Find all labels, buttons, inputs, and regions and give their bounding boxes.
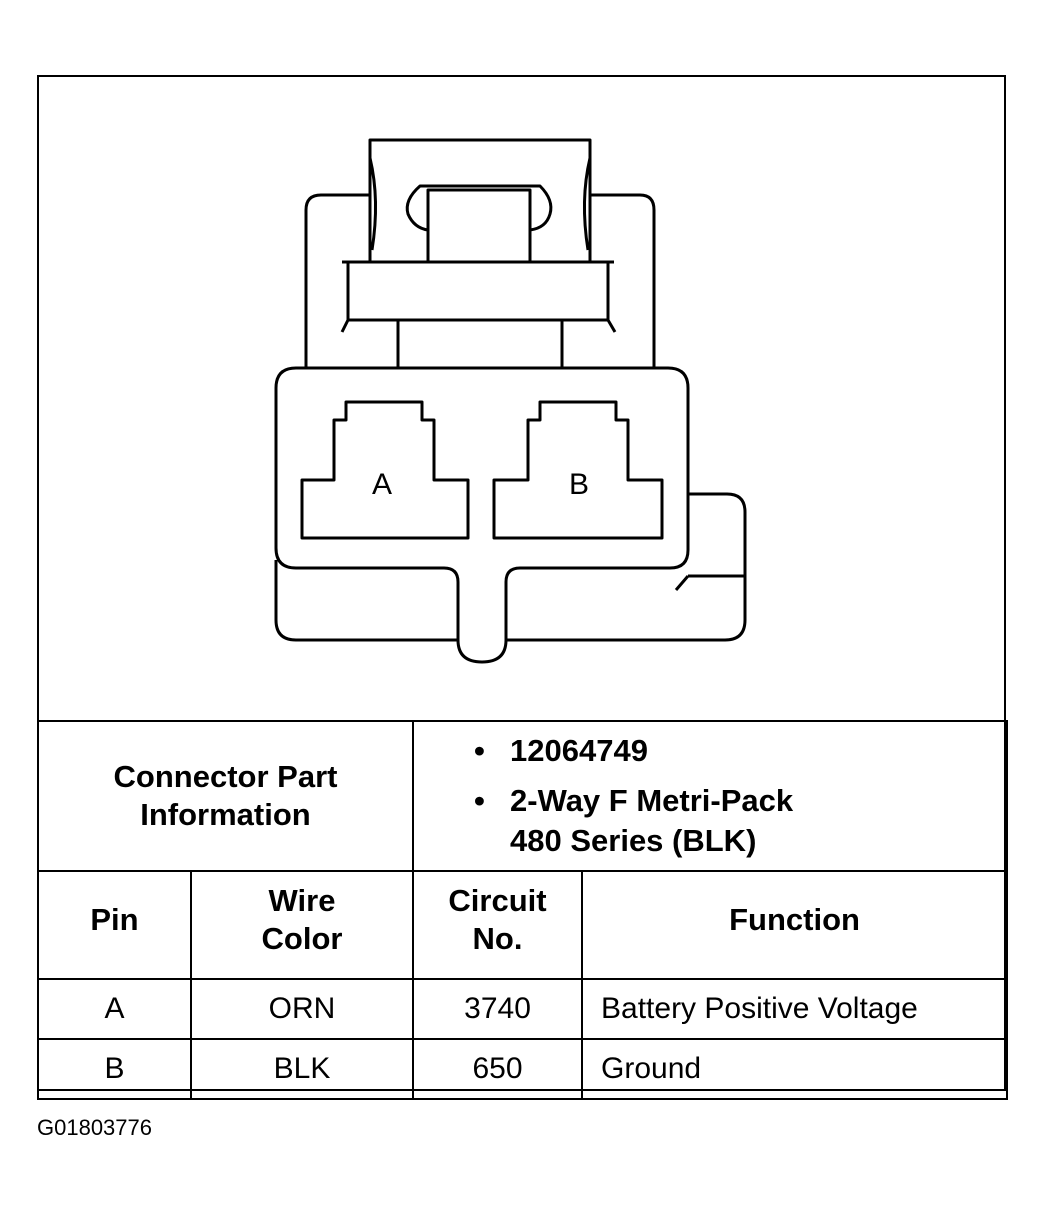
table-header-row: Pin Wire Color Circuit No. Function xyxy=(37,870,1009,980)
connector-lock-tab xyxy=(368,138,592,262)
header-pin: Pin xyxy=(37,870,192,980)
wire-color-cell: BLK xyxy=(189,1038,415,1100)
circuit-cell: 650 xyxy=(412,1038,584,1100)
connector-info-table: Connector Part Information 12064749 2-Wa… xyxy=(36,720,1009,1100)
part-info-label-line2: Information xyxy=(140,797,311,832)
part-description: 2-Way F Metri-Pack 480 Series (BLK) xyxy=(474,781,1006,861)
part-info-label-line1: Connector Part xyxy=(113,759,338,794)
pin-label-a: A xyxy=(372,468,392,501)
header-wire-color: Wire Color xyxy=(189,870,415,980)
header-function: Function xyxy=(581,870,1009,980)
pin-cell: B xyxy=(37,1038,192,1100)
circuit-cell: 3740 xyxy=(412,978,584,1040)
wire-color-cell: ORN xyxy=(189,978,415,1040)
function-cell: Ground xyxy=(581,1038,1009,1100)
table-row: A ORN 3740 Battery Positive Voltage xyxy=(37,978,1009,1040)
cavity-a xyxy=(300,400,470,540)
part-info-label: Connector Part Information xyxy=(36,720,415,872)
pin-label-b: B xyxy=(569,468,589,501)
part-info-values: 12064749 2-Way F Metri-Pack 480 Series (… xyxy=(412,720,1009,872)
connector-upper-shroud xyxy=(304,193,656,368)
part-number: 12064749 xyxy=(474,731,1006,771)
figure-id: G01803776 xyxy=(37,1115,152,1140)
function-cell: Battery Positive Voltage xyxy=(581,978,1009,1040)
part-info-row: Connector Part Information 12064749 2-Wa… xyxy=(36,720,1009,872)
cavity-b xyxy=(492,400,664,540)
table-row: B BLK 650 Ground xyxy=(37,1038,1009,1100)
header-circuit-no: Circuit No. xyxy=(412,870,584,980)
connector-face-drawing: A B xyxy=(274,138,747,664)
connector-main-body xyxy=(274,366,747,664)
pin-cell: A xyxy=(37,978,192,1040)
